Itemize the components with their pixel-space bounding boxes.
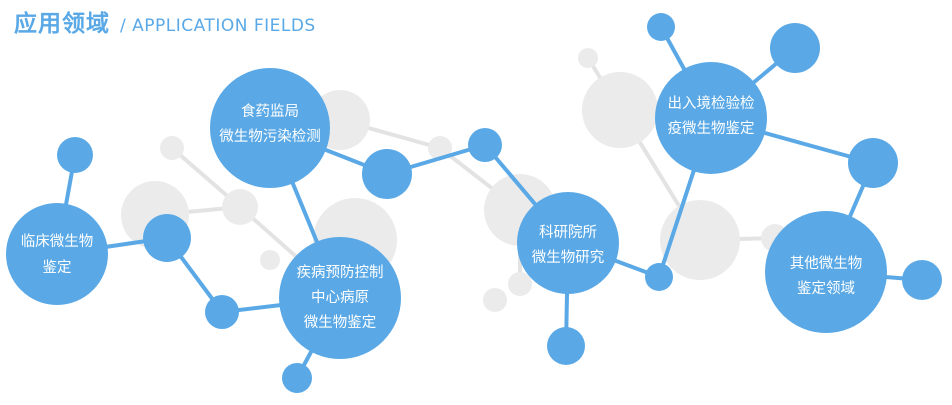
connector-node — [547, 327, 585, 365]
field-other: 其他微生物 鉴定领域 — [765, 211, 887, 333]
connector-node — [362, 149, 412, 199]
connector-node — [848, 138, 898, 188]
field-clinical: 临床微生物 鉴定 — [6, 203, 108, 305]
connector-node — [468, 128, 502, 162]
field-quarantine-line-1: 出入境检验检 — [668, 94, 755, 112]
field-food: 食药监局 微生物污染检测 — [210, 68, 330, 188]
field-quarantine: 出入境检验检 疫微生物鉴定 — [655, 62, 767, 174]
connector-node — [282, 363, 312, 393]
field-food-line-2: 微生物污染检测 — [219, 128, 321, 145]
connector-nodes — [57, 13, 942, 393]
field-cdc: 疾病预防控制 中心病原 微生物鉴定 — [279, 237, 401, 359]
connector-node — [647, 13, 675, 41]
connector-node — [645, 263, 673, 291]
connector-node — [205, 295, 239, 329]
field-food-line-1: 食药监局 — [241, 103, 299, 120]
section-subtitle: / APPLICATION FIELDS — [120, 16, 316, 36]
field-research-line-2: 微生物研究 — [532, 249, 605, 266]
field-cdc-line-2: 中心病原 — [311, 289, 369, 306]
field-other-line-2: 鉴定领域 — [797, 280, 855, 297]
field-quarantine-line-2: 疫微生物鉴定 — [668, 120, 755, 137]
field-cdc-line-1: 疾病预防控制 — [297, 264, 384, 281]
field-other-line-1: 其他微生物 — [790, 255, 863, 272]
section-title: 应用领域 — [14, 11, 110, 37]
section-header: 应用领域 / APPLICATION FIELDS — [14, 4, 316, 38]
connector-node — [770, 23, 820, 73]
connector-node — [57, 137, 93, 173]
field-cdc-line-3: 微生物鉴定 — [304, 314, 377, 331]
field-research-line-1: 科研院所 — [539, 224, 597, 241]
connector-node — [902, 260, 942, 300]
field-clinical-line-1: 临床微生物 — [21, 233, 94, 250]
field-clinical-line-2: 鉴定 — [43, 259, 72, 276]
field-research: 科研院所 微生物研究 — [517, 192, 619, 294]
connector-node — [143, 214, 191, 262]
